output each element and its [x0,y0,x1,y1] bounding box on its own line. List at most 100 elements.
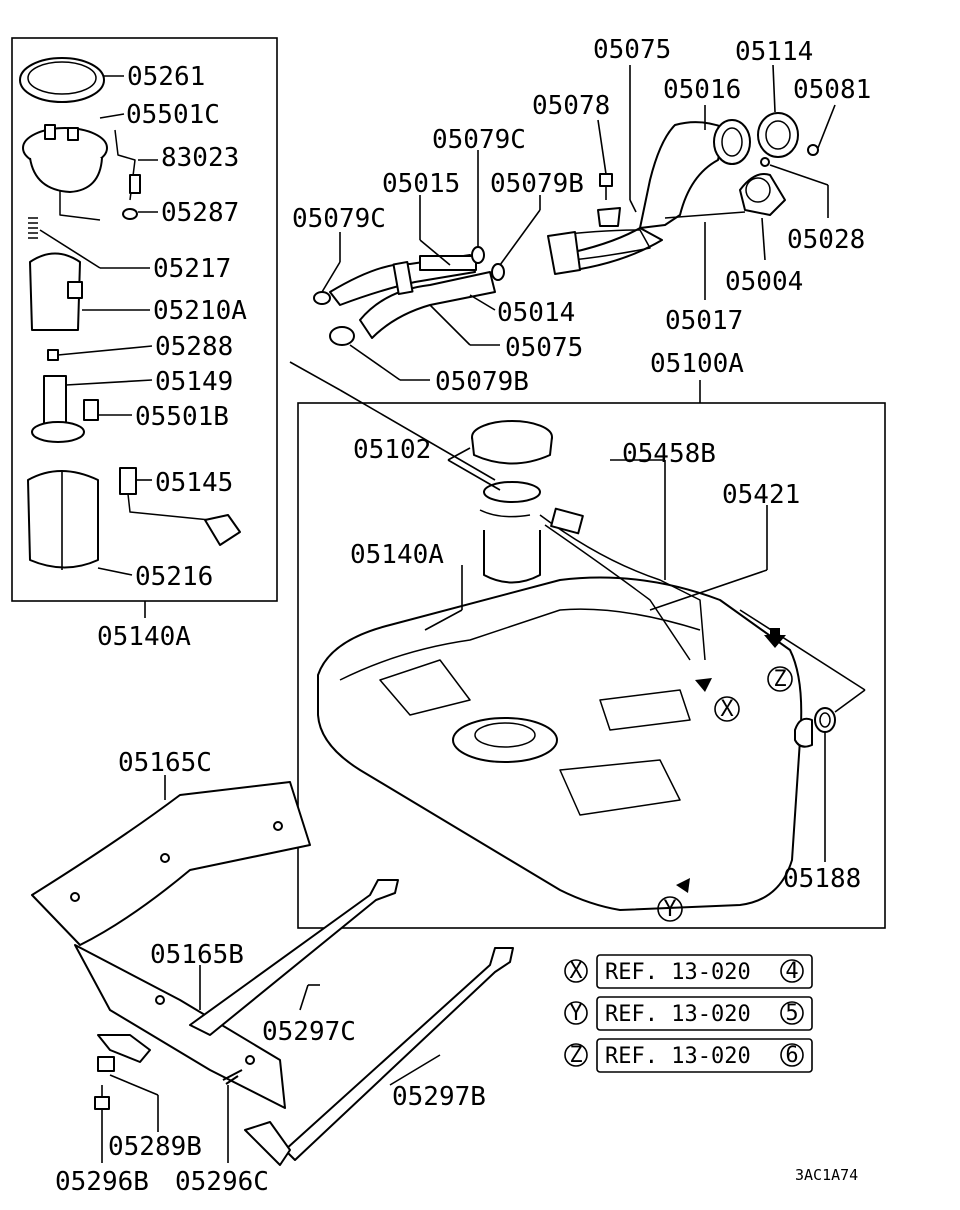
part-05165C-shield [31,781,311,946]
part-05078-bolt [597,173,621,227]
label-05501B: 05501B [135,402,229,432]
label-05261: 05261 [127,62,205,92]
label-05216: 05216 [135,562,213,592]
label-05296C: 05296C [175,1167,269,1197]
reference-row-Z: Z REF. 13-020 6 [564,1038,813,1073]
part-05081-screw [807,144,819,156]
ref-marker-Z: Z [569,1043,582,1068]
part-05004-housing [739,173,786,216]
drawing-code: 3AC1A74 [795,1166,858,1184]
ref-marker-Y: Y [569,1001,582,1026]
part-05015-hose [329,254,496,339]
part-05114-filler-cap [757,112,799,158]
label-05102: 05102 [353,435,431,465]
part-05079B-clamp-a [491,263,505,281]
label-05140A-tank: 05140A [350,540,444,570]
part-05210A-reservoir [29,252,83,331]
label-05079C-left: 05079C [292,204,386,234]
label-05079C-top: 05079C [432,125,526,155]
part-05297B-strap [284,947,514,1161]
label-05165C: 05165C [118,748,212,778]
ref-num-X: 4 [785,959,798,984]
reference-row-X: X REF. 13-020 4 [564,954,813,989]
part-05017-breather [549,229,651,263]
part-05140A-pump-installed [479,481,541,584]
part-05261-ring [19,57,105,103]
callout-X: X [720,697,734,722]
label-05079B-bottom: 05079B [435,367,529,397]
label-05188: 05188 [783,864,861,894]
filler-neck-group: 05075 05114 05078 05016 05081 05079C 050… [292,35,871,397]
ref-num-Y: 5 [785,1001,798,1026]
part-05288 [47,349,59,361]
callout-Y: Y [663,897,676,922]
label-05297C: 05297C [262,1017,356,1047]
label-05296B: 05296B [55,1167,149,1197]
part-05216-filter [27,470,99,570]
label-05145: 05145 [155,468,233,498]
label-05289B: 05289B [108,1132,202,1162]
ref-text-Y: REF. 13-020 [605,1002,751,1027]
label-05165B: 05165B [150,940,244,970]
part-05289B-nut [97,1056,115,1072]
fuel-tank-assembly-box: 05100A [289,349,886,929]
part-05217-spring [28,217,38,239]
ref-num-Z: 6 [785,1043,798,1068]
callout-X-circle [714,696,740,722]
reference-row-Y: Y REF. 13-020 5 [564,996,813,1031]
part-05079C-clamp-b [471,246,485,264]
label-05100A: 05100A [650,349,744,379]
label-05149: 05149 [155,367,233,397]
label-05114: 05114 [735,37,813,67]
label-05140A-module: 05140A [97,622,191,652]
callout-Z-circle [767,666,793,692]
callout-Y-circle [657,896,683,922]
part-05501B-bracket [83,399,99,421]
part-05079C-clamp-a [313,291,331,305]
part-05149-fuel-pump [31,375,85,443]
ref-text-X: REF. 13-020 [605,960,751,985]
label-05075-top: 05075 [593,35,671,65]
ref-text-Z: REF. 13-020 [605,1044,751,1069]
part-05075-clip [629,199,637,213]
part-05028 [760,157,770,167]
callout-Z: Z [773,667,786,692]
label-05217: 05217 [153,254,231,284]
part-05102-lock-ring [471,420,553,465]
label-05288: 05288 [155,332,233,362]
part-05100A-fuel-tank [317,576,803,911]
part-05296C-screw [222,1069,243,1085]
label-05016: 05016 [663,75,741,105]
label-05081: 05081 [793,75,871,105]
label-05014: 05014 [497,298,575,328]
label-05079B-top: 05079B [490,169,584,199]
label-05028: 05028 [787,225,865,255]
tank-straps-and-shields: 05165C 05165B 05297C 05297B 05289B 05296… [31,748,514,1197]
part-05016-filler-neck [559,119,751,273]
label-05297B: 05297B [392,1082,486,1112]
part-05079B-clamp-b [329,326,355,346]
part-05165B-shield [74,944,286,1109]
label-05210A: 05210A [153,296,247,326]
fuel-pump-module-inset: 05261 05501C 83023 05287 05217 05210A 05… [11,37,278,652]
reference-table: X REF. 13-020 4 Y REF. 13-020 5 Z REF. 1… [564,954,813,1073]
label-05017: 05017 [665,306,743,336]
part-05296B-bolt [94,1085,110,1110]
label-05287: 05287 [161,198,239,228]
label-83023: 83023 [161,143,239,173]
label-05421: 05421 [722,480,800,510]
part-05145-level-sender [119,467,241,546]
label-05015: 05015 [382,169,460,199]
label-05004: 05004 [725,267,803,297]
part-05287-clip [122,208,138,220]
part-05297C-strap [189,879,399,1036]
part-05501C-flange [22,124,108,221]
part-83023-connector [114,129,141,201]
label-05075-mid: 05075 [505,333,583,363]
ref-marker-X: X [569,959,583,984]
label-05078: 05078 [532,91,610,121]
label-05458B: 05458B [622,439,716,469]
part-05188-grommet [814,707,836,733]
label-05501C: 05501C [126,100,220,130]
